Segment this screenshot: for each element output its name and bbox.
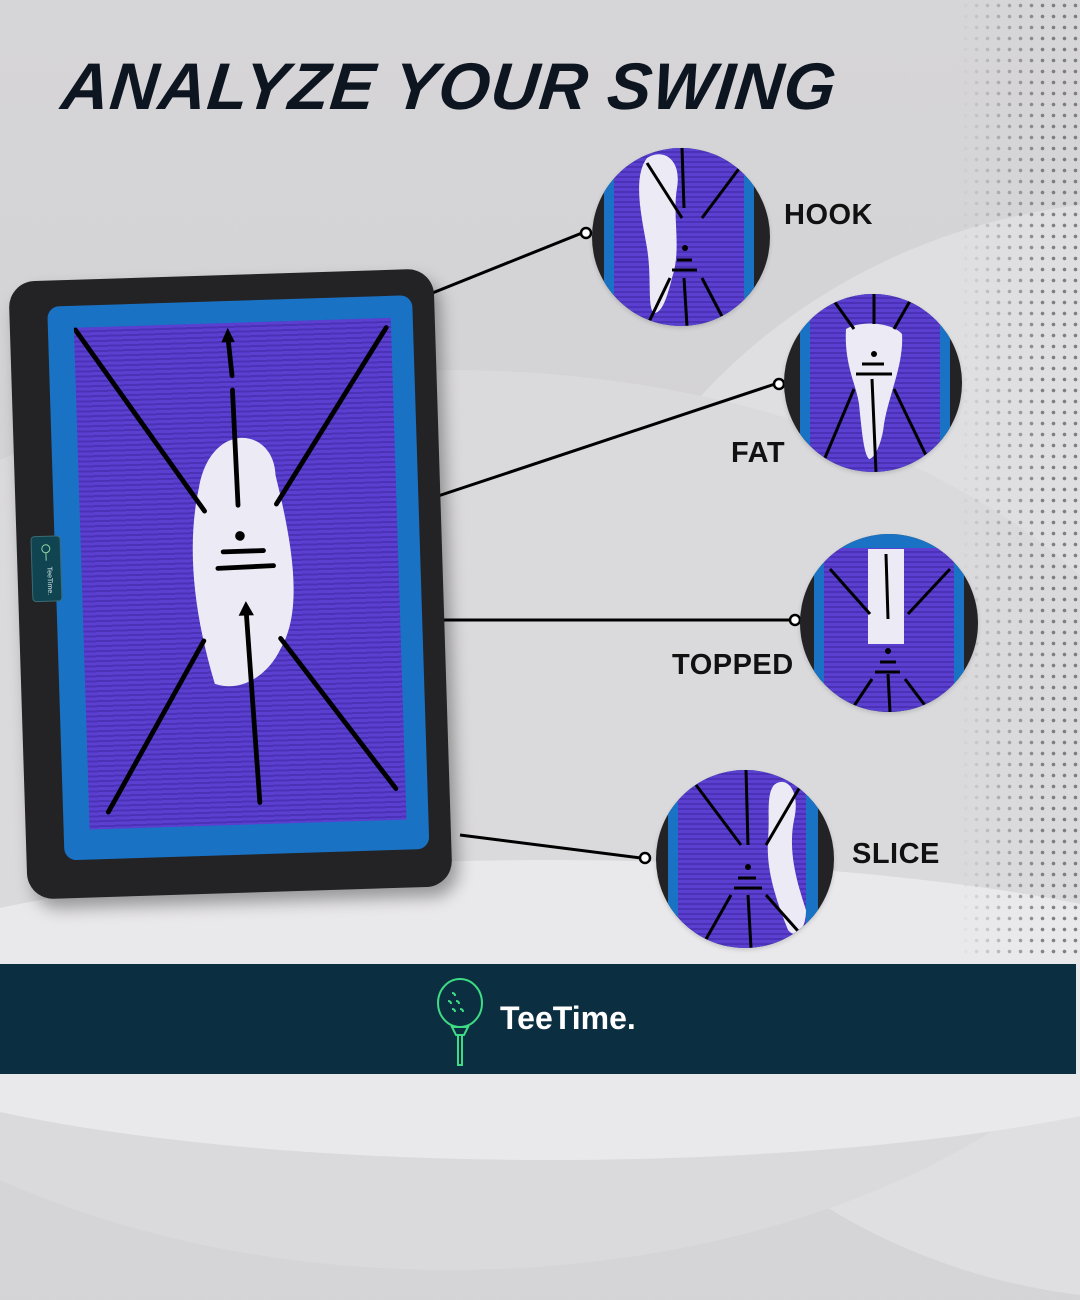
page-title: ANALYZE YOUR SWING — [58, 48, 841, 124]
slice-closeup-image — [656, 770, 834, 948]
svg-text:TeeTime.: TeeTime. — [45, 567, 53, 596]
footer-logo — [436, 975, 488, 1071]
hook-label: HOOK — [784, 199, 873, 232]
slice-label: SLICE — [852, 838, 940, 871]
mat-impact-pattern — [74, 318, 406, 818]
topped-label: TOPPED — [672, 649, 794, 682]
halftone-dot-pattern — [960, 0, 1080, 960]
fat-closeup-image — [784, 294, 962, 472]
golf-ball-on-tee-icon — [436, 975, 488, 1071]
swing-mat-image: TeeTime. — [8, 268, 452, 899]
topped-closeup-image — [800, 534, 978, 712]
mat-purple-surface — [74, 318, 407, 830]
fat-impact-pattern — [784, 294, 962, 472]
slice-impact-pattern — [656, 770, 834, 948]
hook-impact-pattern — [592, 148, 770, 326]
mat-blue-border — [47, 295, 429, 860]
topped-impact-pattern — [800, 534, 978, 712]
fat-label: FAT — [731, 437, 785, 470]
hook-closeup-image — [592, 148, 770, 326]
teetime-badge: TeeTime. — [30, 535, 62, 602]
footer-brand-name: TeeTime. — [500, 1000, 636, 1037]
